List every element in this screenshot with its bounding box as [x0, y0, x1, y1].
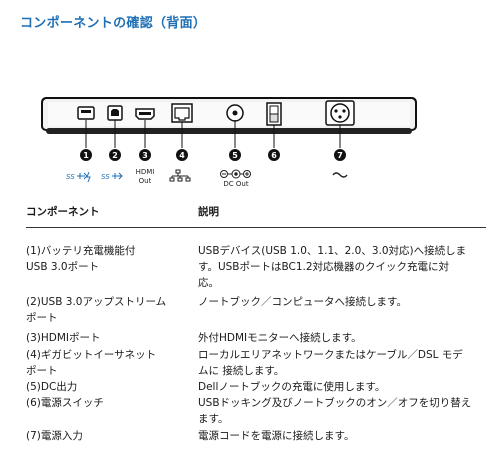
power-switch: [266, 102, 282, 126]
usb-ss-icon: SS: [101, 172, 123, 181]
table-header: コンポーネント 説明: [26, 200, 486, 220]
page-title: コンポーネントの確認（背面）: [20, 16, 207, 31]
component-cell: (6)電源スイッチ: [26, 397, 104, 409]
component-table: コンポーネント 説明 (1)バッテリ充電機能付 USB 3.0ポート USBデバ…: [26, 200, 486, 442]
component-cell: (3)HDMIポート: [26, 332, 101, 344]
usb-battery-charge-icon: SS: [66, 171, 91, 183]
marker-3: 3: [139, 149, 151, 161]
component-cell: (5)DC出力: [26, 381, 78, 393]
description-cell: Dellノートブックの充電に使用します。: [198, 381, 386, 393]
svg-text:5: 5: [232, 151, 238, 160]
component-cell: (1)バッテリ充電機能付 USB 3.0ポート: [26, 245, 136, 273]
description-cell: 電源コードを電源に接続します。: [198, 430, 355, 442]
component-cell: (4)ギガビットイーサネット ポート: [26, 349, 157, 377]
marker-2: 2: [109, 149, 121, 161]
ethernet-icon: [169, 169, 191, 182]
description-cell: USBデバイス(USB 1.0、1.1、2.0、3.0対応)へ接続しま す。US…: [198, 245, 467, 289]
marker-7: 7: [334, 149, 346, 161]
dc-out-caption: DC Out: [223, 180, 249, 188]
header-description: 説明: [198, 206, 219, 218]
marker-1: 1: [80, 149, 92, 161]
svg-text:4: 4: [179, 151, 185, 160]
description-cell: ローカルエリアネットワークまたはケーブル／DSL モデ ムに 接続します。: [198, 349, 463, 377]
svg-text:3: 3: [142, 151, 148, 160]
svg-text:6: 6: [271, 151, 277, 160]
dock-back-panel: [41, 97, 417, 134]
hdmi-out-caption: HDMI Out: [135, 168, 155, 185]
marker-6: 6: [268, 149, 280, 161]
port-dc-out: [226, 104, 244, 122]
port-usb-charge: [77, 106, 95, 120]
callouts: 1 2 3 4 5 6 7 SS SS: [66, 120, 348, 183]
svg-text:1: 1: [83, 151, 89, 160]
svg-text:SS: SS: [101, 173, 110, 181]
ac-power-icon: [332, 172, 348, 178]
header-component: コンポーネント: [26, 206, 100, 218]
svg-text:7: 7: [337, 151, 343, 160]
description-cell: 外付HDMIモニターへ接続します。: [198, 332, 362, 344]
svg-text:SS: SS: [66, 173, 75, 181]
marker-5: 5: [229, 149, 241, 161]
port-hdmi: [135, 108, 155, 120]
dc-out-icon: [220, 169, 251, 179]
component-cell: (7)電源入力: [26, 430, 83, 442]
description-cell: USBドッキング及びノートブックのオン／オフを切り替え ます。: [198, 397, 472, 425]
description-cell: ノートブック／コンピュータへ接続します。: [198, 296, 407, 308]
header-divider: [26, 227, 486, 228]
svg-text:2: 2: [112, 151, 118, 160]
component-cell: (2)USB 3.0アップストリーム ポート: [26, 296, 167, 324]
marker-4: 4: [176, 149, 188, 161]
